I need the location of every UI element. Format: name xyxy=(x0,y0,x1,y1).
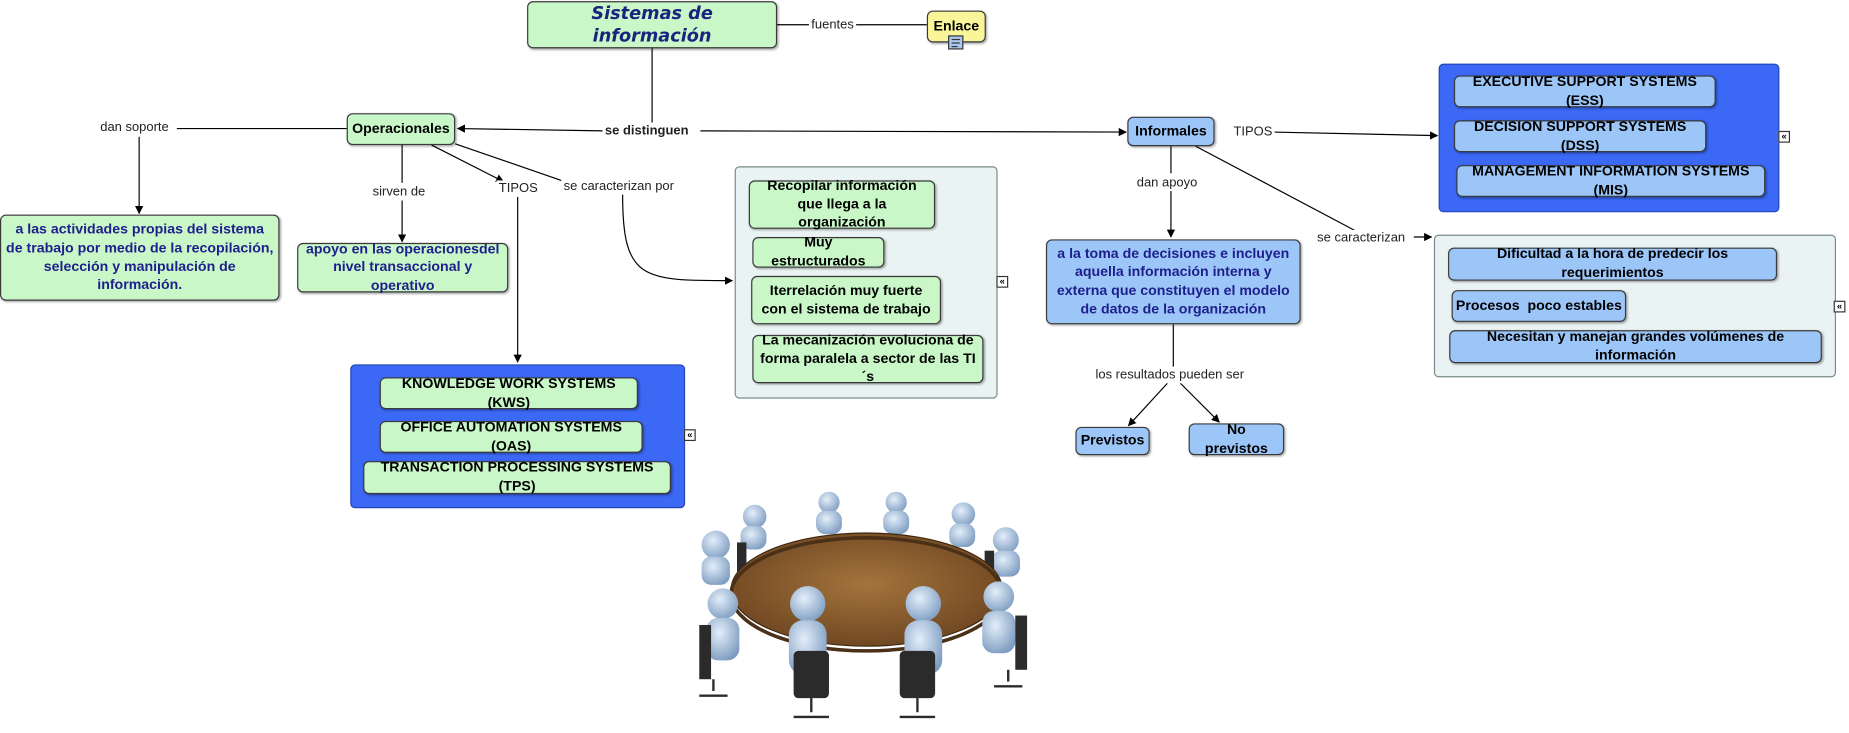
interrelacion-node[interactable]: Iterrelación muy fuerte con el sistema d… xyxy=(751,275,942,325)
operacionales-label: Operacionales xyxy=(352,119,450,137)
toma-decisiones-label: a la toma de decisiones e incluyen aquel… xyxy=(1056,245,1290,317)
procesos-node[interactable]: Procesos poco estables xyxy=(1451,290,1627,322)
collapse-icon[interactable]: « xyxy=(683,429,696,442)
operacionales-node[interactable]: Operacionales xyxy=(346,113,456,146)
recopilar-label: Recopilar información que llega a la org… xyxy=(767,177,917,231)
ess-label: EXECUTIVE SUPPORT SYSTEMS (ESS) xyxy=(1472,72,1697,108)
procesos-label: Procesos poco estables xyxy=(1455,296,1622,314)
link-label-fuentes: fuentes xyxy=(808,16,857,34)
collapse-icon[interactable]: « xyxy=(1778,130,1791,143)
no-previstos-label: No previstos xyxy=(1204,420,1268,456)
mis-node[interactable]: MANAGEMENT INFORMATION SYSTEMS (MIS) xyxy=(1456,162,1766,198)
dss-label: DECISION SUPPORT SYSTEMS (DSS) xyxy=(1473,117,1687,153)
estructurados-node[interactable]: Muy estructurados xyxy=(752,233,885,269)
actividades-node[interactable]: a las actividades propias del sistema de… xyxy=(0,214,280,301)
apoyo-label: apoyo en las operacionesdel nivel transa… xyxy=(305,240,500,294)
volumenes-node[interactable]: Necesitan y manejan grandes volúmenes de… xyxy=(1449,328,1822,364)
enlace-label: Enlace xyxy=(933,17,980,34)
toma-decisiones-node[interactable]: a la toma de decisiones e incluyen aquel… xyxy=(1045,239,1301,325)
dificultad-label: Dificultad a la hora de predecir los req… xyxy=(1496,245,1729,281)
oas-node[interactable]: OFFICE AUTOMATION SYSTEMS (OAS) xyxy=(379,418,643,454)
estructurados-label: Muy estructurados xyxy=(771,233,866,269)
tps-node[interactable]: TRANSACTION PROCESSING SYSTEMS (TPS) xyxy=(363,459,671,495)
link-label-resultados: los resultados pueden ser xyxy=(1093,366,1247,384)
no-previstos-node[interactable]: No previstos xyxy=(1188,420,1285,456)
ess-node[interactable]: EXECUTIVE SUPPORT SYSTEMS (ESS) xyxy=(1453,72,1716,108)
collapse-icon[interactable]: « xyxy=(996,275,1009,288)
kws-node[interactable]: KNOWLEDGE WORK SYSTEMS (KWS) xyxy=(379,374,638,410)
kws-label: KNOWLEDGE WORK SYSTEMS (KWS) xyxy=(401,374,616,410)
recopilar-node[interactable]: Recopilar información que llega a la org… xyxy=(748,177,936,230)
actividades-label: a las actividades propias del sistema de… xyxy=(6,220,274,293)
document-icon[interactable] xyxy=(948,35,964,50)
mis-label: MANAGEMENT INFORMATION SYSTEMS (MIS) xyxy=(1472,162,1750,198)
dss-node[interactable]: DECISION SUPPORT SYSTEMS (DSS) xyxy=(1453,117,1707,153)
root-label: Sistemas de información xyxy=(591,1,713,46)
informales-label: Informales xyxy=(1135,122,1207,139)
link-label-se-caracterizan-por: se caracterizan por xyxy=(561,178,677,195)
link-label-sirven-de: sirven de xyxy=(370,183,428,201)
oas-label: OFFICE AUTOMATION SYSTEMS (OAS) xyxy=(400,418,622,454)
tps-label: TRANSACTION PROCESSING SYSTEMS (TPS) xyxy=(380,459,654,495)
dificultad-node[interactable]: Dificultad a la hora de predecir los req… xyxy=(1448,245,1778,281)
interrelacion-label: Iterrelación muy fuerte con el sistema d… xyxy=(761,281,931,317)
link-label-se-caracterizan: se caracterizan xyxy=(1314,229,1408,247)
link-label-dan-apoyo: dan apoyo xyxy=(1134,174,1200,192)
apoyo-node[interactable]: apoyo en las operacionesdel nivel transa… xyxy=(297,240,509,294)
meeting-table-image xyxy=(690,486,1038,728)
link-label-tipos-operacionales: TIPOS xyxy=(496,180,541,197)
collapse-icon[interactable]: « xyxy=(1833,300,1846,313)
link-label-tipos-informales: TIPOS xyxy=(1231,123,1275,141)
root-node[interactable]: Sistemas de información xyxy=(527,1,778,49)
previstos-node[interactable]: Previstos xyxy=(1075,426,1150,456)
informales-node[interactable]: Informales xyxy=(1127,116,1215,147)
previstos-label: Previstos xyxy=(1080,431,1145,449)
volumenes-label: Necesitan y manejan grandes volúmenes de… xyxy=(1486,328,1785,364)
mecanizacion-label: La mecanización evoluciona de forma para… xyxy=(760,331,976,385)
mecanizacion-node[interactable]: La mecanización evoluciona de forma para… xyxy=(752,331,984,385)
link-label-se-distinguen: se distinguen xyxy=(602,122,691,140)
link-label-dan-soporte: dan soporte xyxy=(97,119,172,136)
